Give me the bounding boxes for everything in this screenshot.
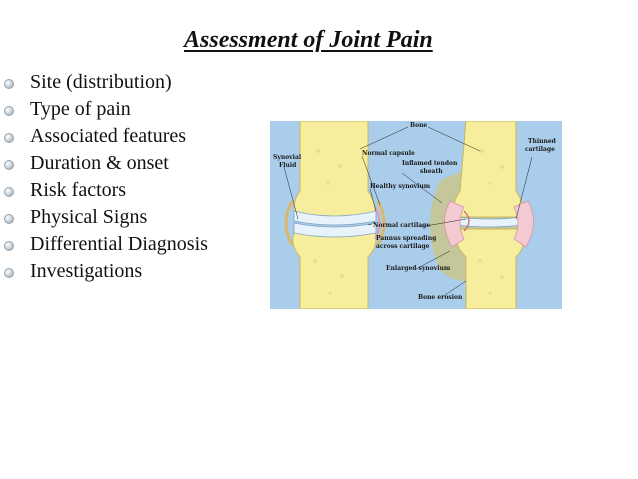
bullet-dot-icon: [4, 133, 14, 143]
arthritic-joint: [430, 121, 534, 309]
label-synovial-fluid-1: Synovial: [273, 154, 302, 161]
lower-bone-left: [292, 228, 377, 309]
bone-texture-right: [478, 149, 504, 295]
capsule-left-side: [284, 200, 294, 246]
bullet-text: Type of pain: [30, 98, 131, 120]
bullet-item: Physical Signs: [0, 205, 208, 232]
bullet-dot-icon: [4, 214, 14, 224]
bullet-text: Physical Signs: [30, 206, 148, 228]
bullet-text: Associated features: [30, 125, 187, 147]
label-pannus-2: across cartilage: [376, 243, 430, 250]
upper-bone-left: [293, 121, 376, 218]
label-inflamed-tendon-1: Inflamed tendon: [402, 160, 458, 167]
normal-cartilage-upper: [293, 210, 377, 226]
label-inflamed-tendon-2: sheath: [420, 168, 443, 175]
label-healthy-synovium: Healthy synovium: [370, 183, 431, 190]
label-enlarged-synovium: Enlarged synovium: [386, 265, 451, 272]
label-bone-erosion: Bone erosion: [418, 294, 463, 301]
bullet-dot-icon: [4, 79, 14, 89]
bullet-item: Risk factors: [0, 178, 208, 205]
normal-cartilage-lower: [293, 222, 377, 238]
bullet-text: Differential Diagnosis: [30, 233, 208, 255]
inflamed-synovium-right: [513, 200, 534, 248]
slide-title: Assessment of Joint Pain: [184, 27, 433, 53]
bullet-item: Associated features: [0, 124, 208, 151]
bullet-item: Type of pain: [0, 97, 208, 124]
bullet-text: Investigations: [30, 260, 143, 282]
label-normal-capsule: Normal capsule: [362, 150, 415, 157]
label-thinned-cartilage-1: Thinned: [528, 138, 557, 145]
label-thinned-cartilage-2: cartilage: [525, 146, 555, 153]
joint-diagram: Bone Thinned cartilage Synovial Fluid No…: [270, 121, 562, 309]
bullet-item: Duration & onset: [0, 151, 208, 178]
healthy-synovium: [374, 206, 381, 240]
label-normal-cartilage: Normal cartilage: [373, 222, 430, 229]
bullet-dot-icon: [4, 268, 14, 278]
bullet-text: Site (distribution): [30, 71, 172, 93]
bullet-item: Site (distribution): [0, 70, 208, 97]
pannus: [463, 210, 470, 232]
bullet-dot-icon: [4, 160, 14, 170]
leader-lines: [283, 126, 533, 298]
joint-diagram-svg: Bone Thinned cartilage Synovial Fluid No…: [270, 121, 562, 309]
bullet-dot-icon: [4, 106, 14, 116]
bullet-item: Differential Diagnosis: [0, 232, 208, 259]
label-synovial-fluid-2: Fluid: [279, 162, 297, 169]
bone-texture-left: [313, 149, 344, 295]
bullet-item: Investigations: [0, 259, 208, 286]
bullet-text: Duration & onset: [30, 152, 169, 174]
bullet-text: Risk factors: [30, 179, 127, 201]
bullet-dot-icon: [4, 241, 14, 251]
inflamed-synovium-left: [444, 200, 465, 248]
label-pannus-1: Pannus spreading: [376, 235, 437, 242]
label-bone: Bone: [410, 122, 427, 129]
bullet-dot-icon: [4, 187, 14, 197]
bullet-list: Site (distribution) Type of pain Associa…: [0, 70, 208, 286]
